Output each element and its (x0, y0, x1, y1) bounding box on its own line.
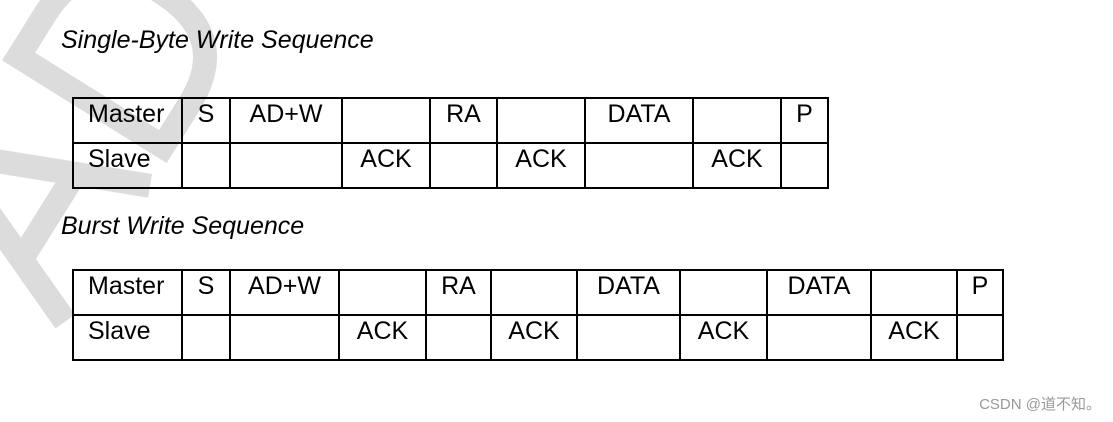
single-byte-title: Single-Byte Write Sequence (61, 26, 374, 54)
sequence-cell: ACK (490, 314, 578, 361)
sequence-cell: RA (429, 97, 498, 144)
sequence-cell: S (181, 269, 231, 316)
sequence-cell: ACK (692, 142, 782, 189)
sequence-cell (341, 97, 431, 144)
sequence-cell (780, 142, 829, 189)
sequence-cell: S (181, 97, 231, 144)
sequence-cell (956, 314, 1004, 361)
sequence-cell (870, 269, 958, 316)
burst-title: Burst Write Sequence (61, 212, 305, 240)
sequence-cell (181, 314, 231, 361)
sequence-cell: DATA (576, 269, 681, 316)
row-label: Master (72, 269, 183, 316)
sequence-cell: ACK (341, 142, 431, 189)
sequence-cell: DATA (766, 269, 872, 316)
sequence-cell (692, 97, 782, 144)
sequence-cell (181, 142, 231, 189)
sequence-cell (229, 314, 340, 361)
row-label: Master (72, 97, 183, 144)
sequence-cell: RA (425, 269, 492, 316)
sequence-cell: DATA (584, 97, 694, 144)
sequence-cell (584, 142, 694, 189)
sequence-cell (338, 269, 427, 316)
sequence-cell: P (956, 269, 1004, 316)
row-label: Slave (72, 314, 183, 361)
sequence-cell: P (780, 97, 829, 144)
sequence-cell (490, 269, 578, 316)
sequence-cell (425, 314, 492, 361)
sequence-cell: AD+W (229, 97, 343, 144)
sequence-cell (496, 97, 586, 144)
row-label: Slave (72, 142, 183, 189)
watermark-letter-v (95, 0, 341, 16)
sequence-cell (679, 269, 768, 316)
sequence-cell: AD+W (229, 269, 340, 316)
footer-credit: CSDN @道不知。 (979, 396, 1101, 413)
sequence-cell: ACK (870, 314, 958, 361)
sequence-cell: ACK (338, 314, 427, 361)
sequence-cell (429, 142, 498, 189)
slave-row: Slave ACK ACK ACK (72, 142, 829, 189)
sequence-cell: ACK (496, 142, 586, 189)
sequence-cell: ACK (679, 314, 768, 361)
sequence-cell (576, 314, 681, 361)
slave-row: Slave ACK ACK ACK ACK (72, 314, 1004, 361)
sequence-cell (229, 142, 343, 189)
sequence-cell (766, 314, 872, 361)
